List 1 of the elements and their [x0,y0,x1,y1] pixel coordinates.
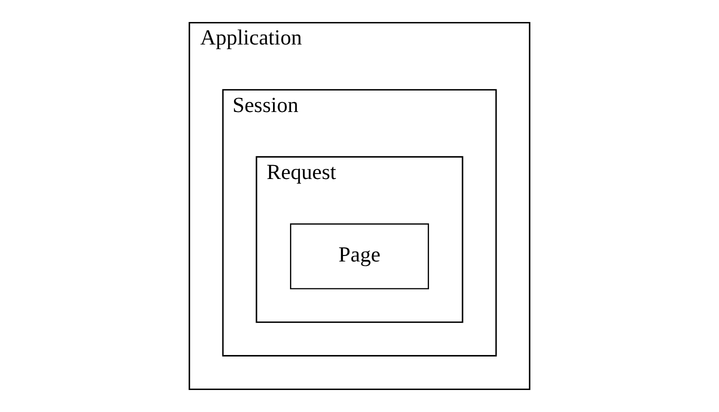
node-box: Page [290,223,429,290]
